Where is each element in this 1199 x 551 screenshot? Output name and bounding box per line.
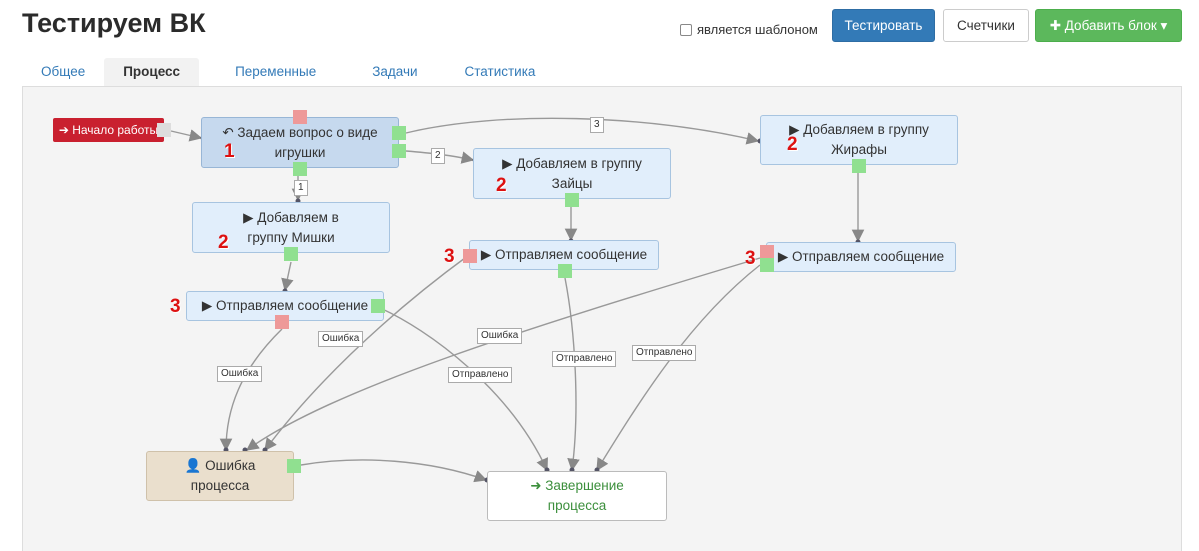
edge-label: Отправлено: [632, 345, 697, 361]
node-hares[interactable]: ▶ Добавляем в группу Зайцы: [473, 148, 671, 199]
step-number: 2: [218, 232, 229, 253]
node-send-message-2[interactable]: ▶ Отправляем сообщение: [469, 240, 659, 270]
tab-tasks[interactable]: Задачи: [372, 64, 418, 79]
bears-port[interactable]: [284, 247, 298, 261]
edge-label: Отправлено: [552, 351, 617, 367]
node-send-message-3[interactable]: ▶ Отправляем сообщение: [766, 242, 956, 272]
edge-label: Ошибка: [318, 331, 364, 347]
node-process-finish[interactable]: ➜ Завершение процесса: [487, 471, 667, 521]
template-label: является шаблоном: [697, 22, 818, 37]
step-number: 2: [787, 134, 798, 155]
edge-label: Отправлено: [448, 367, 513, 383]
node-process-error[interactable]: 👤 Ошибка процесса: [146, 451, 294, 501]
hares-port[interactable]: [565, 193, 579, 207]
step-number: 2: [496, 175, 507, 196]
checkbox-icon[interactable]: [680, 23, 692, 36]
page-title: Тестируем ВК: [22, 8, 206, 38]
step-number: 3: [444, 246, 455, 267]
tab-bar: Общее Процесс Переменные Задачи Статисти…: [22, 58, 554, 86]
ask-port-3[interactable]: [392, 126, 406, 140]
step-number: 1: [224, 141, 235, 162]
edge-label: Ошибка: [477, 328, 523, 344]
send1-ok-port[interactable]: [371, 299, 385, 313]
counters-button[interactable]: Счетчики: [943, 9, 1029, 42]
ask-port-2[interactable]: [392, 144, 406, 158]
tab-variables[interactable]: Переменные: [235, 64, 317, 79]
template-checkbox[interactable]: является шаблоном: [680, 22, 818, 37]
edge-label: Ошибка: [217, 366, 263, 382]
tab-general[interactable]: Общее: [41, 64, 86, 79]
step-number: 3: [170, 296, 181, 317]
node-bears[interactable]: ▶ Добавляем в группу Мишки: [192, 202, 390, 253]
send3-ok-port[interactable]: [760, 258, 774, 272]
start-node[interactable]: ➔ Начало работы: [53, 118, 164, 142]
ask-error-port[interactable]: [293, 110, 307, 124]
error-port[interactable]: [287, 459, 301, 473]
send2-error-port[interactable]: [463, 249, 477, 263]
edge-label: 2: [431, 148, 445, 164]
step-number: 3: [745, 248, 756, 269]
send1-error-port[interactable]: [275, 315, 289, 329]
start-port[interactable]: [157, 123, 171, 137]
send3-error-port[interactable]: [760, 245, 774, 259]
edge-label: 1: [294, 180, 308, 196]
tab-process[interactable]: Процесс: [104, 58, 200, 86]
test-button[interactable]: Тестировать: [832, 9, 935, 42]
ask-port-1[interactable]: [293, 162, 307, 176]
node-ask-question[interactable]: ↶ Задаем вопрос о виде игрушки: [201, 117, 399, 168]
edge-label: 3: [590, 117, 604, 133]
giraffes-port[interactable]: [852, 159, 866, 173]
tab-statistics[interactable]: Статистика: [464, 64, 536, 79]
add-block-button[interactable]: ✚ Добавить блок ▾: [1035, 9, 1182, 42]
send2-ok-port[interactable]: [558, 264, 572, 278]
